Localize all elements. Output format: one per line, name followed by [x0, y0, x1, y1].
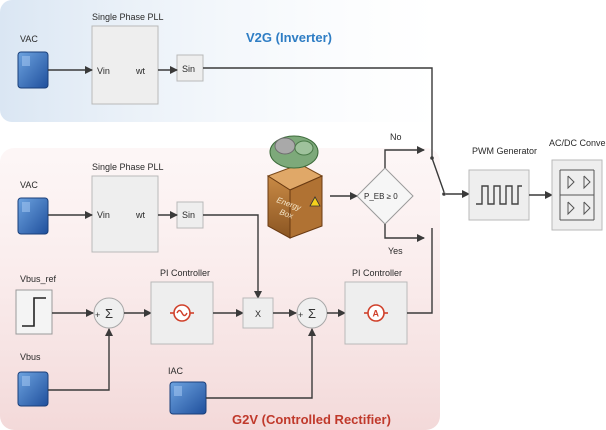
v2g-section-background: [0, 0, 440, 122]
svg-text:A: A: [373, 309, 380, 319]
energy-box-icon: [266, 135, 324, 239]
yes-label: Yes: [388, 246, 403, 256]
v2g-pll-block: [91, 25, 159, 105]
pi2-controller-icon: A: [364, 304, 388, 322]
iac-label: IAC: [168, 366, 184, 376]
pwm-wave-icon: [476, 185, 522, 205]
mode-switch: [430, 148, 446, 238]
v2g-wire-sin-switch: [203, 67, 433, 148]
vbus-label: Vbus: [20, 352, 41, 362]
wire-iac-sum2: [206, 328, 316, 399]
sum2-symbol: Σ: [308, 306, 316, 321]
multiply-label: X: [255, 309, 261, 319]
sum1-symbol: Σ: [105, 306, 113, 321]
v2g-pll-out-port: wt: [135, 66, 145, 76]
g2v-vac-source-icon: [17, 197, 49, 235]
v2g-title: V2G (Inverter): [246, 30, 332, 45]
g2v-title: G2V (Controlled Rectifier): [232, 412, 391, 427]
wire-pi2-switch: [407, 238, 433, 314]
vbus-source-icon: [17, 371, 49, 407]
v2g-pll-title: Single Phase PLL: [92, 12, 164, 22]
decision-condition: P_EB ≥ 0: [364, 192, 398, 201]
converter-circuit-icon: [559, 169, 595, 221]
wire-vbus-sum1: [48, 328, 113, 391]
g2v-pll-in-port: Vin: [97, 210, 110, 220]
pwm-title: PWM Generator: [472, 146, 537, 156]
vbus-ref-label: Vbus_ref: [20, 274, 57, 284]
g2v-vac-label: VAC: [20, 180, 38, 190]
g2v-pll-out-port: wt: [135, 210, 145, 220]
v2g-vac-source-icon: [17, 51, 49, 89]
v2g-vac-label: VAC: [20, 34, 38, 44]
pi1-controller-icon: [170, 304, 194, 322]
v2g-pll-in-port: Vin: [97, 66, 110, 76]
sum2-plus: +: [298, 310, 303, 320]
v2g-sin-label: Sin: [182, 64, 195, 74]
sum1-plus: +: [95, 310, 100, 320]
step-source-icon: [15, 289, 53, 335]
pwm-block: [468, 169, 530, 221]
g2v-pll-title: Single Phase PLL: [92, 162, 164, 172]
no-label: No: [390, 132, 402, 142]
converter-title: AC/DC Converter: [549, 138, 606, 148]
multiply-block: [242, 297, 274, 329]
pi2-title: PI Controller: [352, 268, 402, 278]
pi1-title: PI Controller: [160, 268, 210, 278]
wire-decision-yes: [384, 224, 425, 242]
g2v-wire-sin-multiply: [203, 214, 262, 299]
v2g-sin-block: [176, 54, 204, 82]
iac-source-icon: [169, 381, 207, 415]
g2v-sin-label: Sin: [182, 210, 195, 220]
wire-decision-no: [384, 146, 425, 168]
